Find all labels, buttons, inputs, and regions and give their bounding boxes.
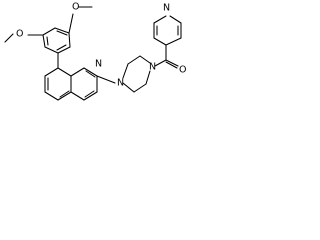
- bonds-layer: [4, 6, 182, 101]
- bond-aryl-1: [42, 27, 56, 36]
- bond-aryl-3: [68, 32, 71, 48]
- bond-pip-1: [122, 82, 135, 93]
- bond-q-r5: [70, 91, 85, 101]
- bond-pyr-1: [153, 37, 167, 46]
- structure-svg: O O N N N O N: [4, 2, 186, 101]
- atom-n-quinoline: N: [95, 59, 102, 70]
- atom-o-left: O: [16, 29, 23, 40]
- atom-n-piperazine-right: N: [149, 62, 156, 73]
- bond-aryl-inner-2: [56, 44, 67, 51]
- atom-o-carbonyl: O: [179, 65, 186, 76]
- bond-q-l4: [57, 91, 72, 101]
- bond-pyr-4: [169, 15, 182, 24]
- chemical-structure-diagram: O O N N N O N: [0, 0, 194, 132]
- bond-q-r1: [70, 67, 85, 77]
- bond-aryl-6: [42, 34, 46, 48]
- bond-q-l-inner-2: [59, 90, 70, 98]
- bond-pip-4: [139, 55, 151, 64]
- bond-n-carbonyl: [154, 59, 167, 67]
- bond-q-r4: [83, 91, 98, 101]
- bond-aryl-inner-3: [46, 36, 49, 46]
- bond-q-r-inner-2: [84, 90, 95, 98]
- bond-pip-6: [122, 63, 129, 79]
- atom-labels-layer: O O N N N O N: [16, 2, 186, 89]
- bond-pyr-6: [165, 37, 182, 46]
- atom-n-piperazine-left: N: [117, 78, 124, 89]
- bond-q-r2: [83, 67, 98, 77]
- atom-o-top: O: [72, 2, 79, 13]
- bond-aryl-4: [57, 46, 71, 54]
- bond-pip-5: [127, 55, 141, 65]
- bond-pyr-3: [153, 15, 167, 24]
- bond-q-r-inner-1: [85, 70, 96, 78]
- atom-n-pyridine: N: [163, 3, 170, 14]
- bond-pip-2: [133, 83, 147, 93]
- bond-q-to-pip: [96, 75, 116, 84]
- bond-aryl-inner-1: [56, 30, 68, 36]
- bond-aryl-2: [54, 27, 70, 34]
- bond-q-l6: [57, 67, 72, 77]
- bond-pip-3: [145, 70, 151, 85]
- bond-carbonyl-2: [165, 61, 178, 69]
- bond-ome-left-2: [4, 33, 14, 43]
- bond-ome-top-1: [68, 13, 74, 34]
- bond-carbonyl-1: [165, 59, 179, 67]
- bond-q-l3: [44, 91, 59, 101]
- bond-aryl-5: [44, 46, 59, 54]
- bond-q-l1: [44, 67, 59, 77]
